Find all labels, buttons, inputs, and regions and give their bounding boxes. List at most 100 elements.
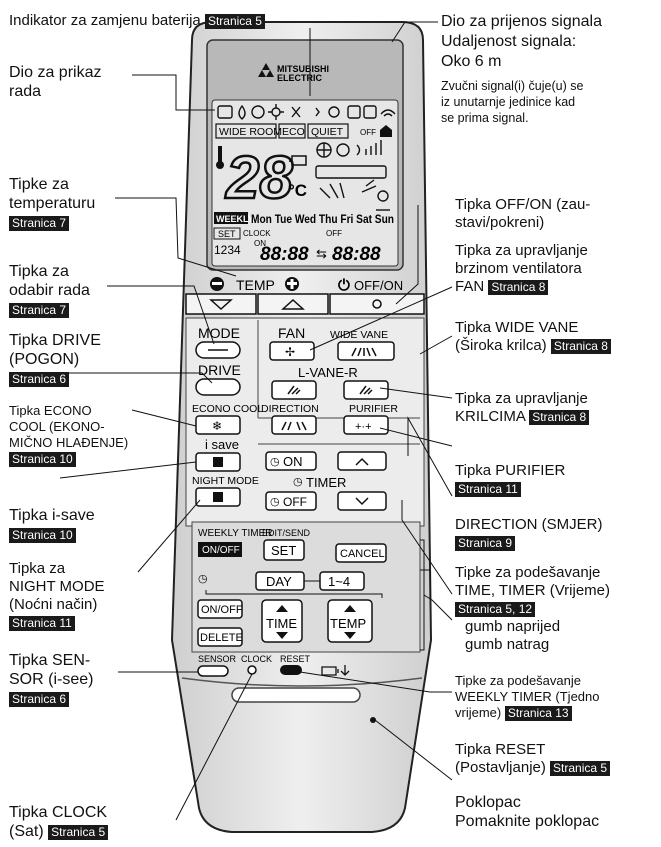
drive-button[interactable] <box>195 378 241 396</box>
lcd-unit: °C <box>288 181 307 200</box>
mode-button[interactable] <box>195 341 241 359</box>
vane-left-icon <box>287 385 301 395</box>
fan-button[interactable]: ✢ <box>269 341 315 361</box>
day-button[interactable]: DAY <box>255 571 305 591</box>
clock-button[interactable] <box>247 665 257 675</box>
direction-button[interactable] <box>271 415 317 435</box>
svg-text:ON/OFF: ON/OFF <box>201 604 243 616</box>
label-weekly: Tipke za podešavanje WEEKLY TIMER (Tjedn… <box>455 673 600 721</box>
set-button[interactable]: SET <box>263 539 305 561</box>
purifier-button[interactable]: +·+ <box>343 415 389 435</box>
delete-button[interactable]: DELETE <box>197 627 243 647</box>
reset-button[interactable] <box>280 665 302 675</box>
svg-text:◷: ◷ <box>270 456 280 468</box>
svg-text:1~4: 1~4 <box>328 574 350 589</box>
battery-insert-icon <box>321 666 339 676</box>
econo-label: ECONO COOL <box>192 403 263 415</box>
drive-label: DRIVE <box>198 362 241 378</box>
timer-up-button[interactable] <box>337 451 387 471</box>
direction-icon <box>281 421 307 431</box>
timer-down-button[interactable] <box>337 491 387 511</box>
econo-cool-button[interactable]: ❄ <box>195 415 241 435</box>
label-transmit-note: Zvučni signal(i) čuje(u) se iz unutarnje… <box>441 79 584 125</box>
label-display-part: Dio za prikaz rada <box>9 64 102 100</box>
svg-text:DELETE: DELETE <box>200 632 243 644</box>
moon-icon <box>213 492 223 502</box>
range-button[interactable]: 1~4 <box>319 571 365 591</box>
lcd-on: ON <box>254 239 266 248</box>
battery-indicator-icon <box>289 155 307 166</box>
wide-vane-label: WIDE VANE <box>330 329 388 341</box>
svg-text:DAY: DAY <box>266 574 292 589</box>
direction-label: DIRECTION <box>261 403 319 415</box>
lcd-wide-room: WIDE ROOM <box>219 126 282 138</box>
weekly-onoff-label[interactable]: ON/OFF <box>202 545 240 556</box>
chevron-up-icon <box>355 457 369 466</box>
brand-name: MITSUBISHI <box>277 64 329 74</box>
timer-on-button[interactable]: ◷ ON <box>265 451 317 471</box>
svg-text:TIME: TIME <box>266 616 297 631</box>
temp-up-button[interactable] <box>257 293 329 315</box>
lcd-temperature: 28 <box>225 144 293 211</box>
home-icon <box>380 125 392 137</box>
lcd-days: Mon Tue Wed Thu Fri Sat Sun <box>251 214 394 226</box>
lcd-off: OFF <box>360 128 376 137</box>
temp-label: TEMP <box>236 277 275 293</box>
cover-slot <box>231 687 361 703</box>
timer-label: TIMER <box>306 475 346 490</box>
purifier-label: PURIFIER <box>349 403 398 415</box>
lcd-time-1: 88:88 <box>260 244 309 265</box>
left-vane-button[interactable] <box>271 380 317 400</box>
clock-small-icon: ◷ <box>198 573 208 585</box>
lcd-off-timer: OFF <box>326 229 342 238</box>
timer-off-label: OFF <box>283 495 307 509</box>
purifier-icon: +·+ <box>355 421 372 433</box>
wide-vane-button[interactable] <box>337 341 395 361</box>
offon-button[interactable] <box>329 293 425 315</box>
lcd-time-2: 88:88 <box>332 244 381 265</box>
temp-down-button[interactable] <box>185 293 257 315</box>
right-vane-button[interactable] <box>343 380 389 400</box>
reset-label: RESET <box>280 654 311 664</box>
cover-line <box>181 677 423 687</box>
chevron-down-icon <box>355 497 369 506</box>
isave-button[interactable] <box>195 452 241 472</box>
label-fan: Tipka za upravljanje brzinom ventilatora… <box>455 242 588 295</box>
lcd-weekly: WEEKLY <box>216 214 254 224</box>
label-night: Tipka za NIGHT MODE (Noćni način) Strani… <box>9 560 105 631</box>
svg-text:CANCEL: CANCEL <box>340 548 385 560</box>
weekly-temp-button[interactable]: TEMP <box>327 599 373 643</box>
snowflake-icon: ❄ <box>212 419 222 433</box>
offon-label: OFF/ON <box>354 278 403 293</box>
label-cover: Poklopac Pomaknite poklopac <box>455 794 600 830</box>
time-button[interactable]: TIME <box>261 599 303 643</box>
lcd-eco: ECO <box>282 126 305 138</box>
svg-text:SET: SET <box>271 543 296 558</box>
cancel-button[interactable]: CANCEL <box>335 543 387 563</box>
mode-label: MODE <box>198 325 240 341</box>
weekly-timer-label: WEEKLY TIMER <box>198 528 272 539</box>
label-drive: Tipka DRIVE (POGON) Stranica 6 <box>9 332 101 387</box>
timer-on-label: ON <box>283 454 303 469</box>
svg-text:◷: ◷ <box>270 496 280 508</box>
label-widevane: Tipka WIDE VANE (Široka krilca) Stranica… <box>455 319 611 355</box>
night-mode-button[interactable] <box>195 487 241 507</box>
sensor-button[interactable] <box>197 665 229 677</box>
weekly-onoff-button[interactable]: ON/OFF <box>197 599 243 619</box>
label-offon: Tipka OFF/ON (zau- stavi/pokreni) <box>455 196 591 231</box>
brand-name-2: ELECTRIC <box>277 73 323 83</box>
label-battery: Indikator za zamjenu baterija Stranica 5 <box>9 12 265 30</box>
lcd-screen <box>211 99 399 267</box>
clock-label: CLOCK <box>241 654 272 664</box>
lcd-clock: CLOCK <box>243 229 271 238</box>
label-isave: Tipka i-save Stranica 10 <box>9 507 95 543</box>
label-timer: Tipke za podešavanje TIME, TIMER (Vrijem… <box>455 564 611 653</box>
isave-label: i save <box>205 437 239 452</box>
night-label: NIGHT MODE <box>192 475 259 487</box>
cover-dot <box>370 717 376 723</box>
label-vane: Tipka za upravljanje KRILCIMA Stranica 8 <box>455 390 590 425</box>
timer-off-button[interactable]: ◷ OFF <box>265 491 317 511</box>
svg-text:◷: ◷ <box>293 476 303 488</box>
